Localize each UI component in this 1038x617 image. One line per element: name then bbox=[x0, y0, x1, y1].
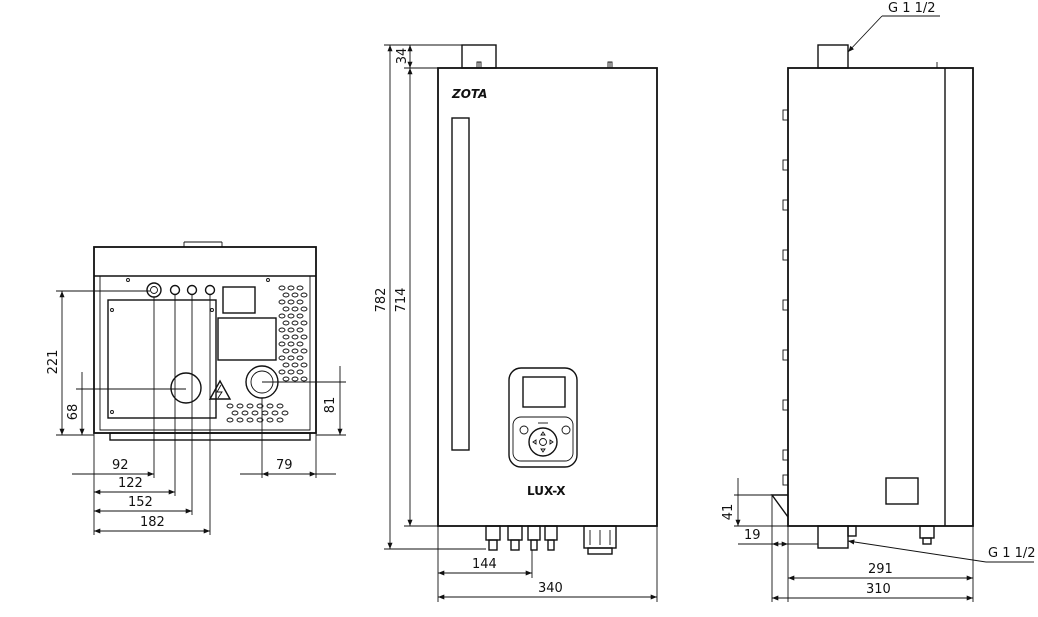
side-view-window bbox=[885, 477, 919, 505]
brand-logo: ZOTA bbox=[451, 87, 487, 101]
dim-68: 68 bbox=[66, 404, 81, 421]
bottom-view-cable-gland bbox=[186, 284, 198, 296]
bottom-view-breaker bbox=[222, 286, 256, 314]
side-view-mounting-bracket bbox=[770, 494, 789, 518]
dim-291: 291 bbox=[868, 562, 893, 577]
model-label: LUX-X bbox=[527, 484, 566, 498]
bottom-view-vent-grille bbox=[226, 285, 308, 423]
dim-34: 34 bbox=[395, 48, 410, 65]
front-view-housing bbox=[437, 67, 658, 527]
bottom-view: 221 68 81 92 122 152 bbox=[46, 241, 346, 535]
side-view-mounting-tabs bbox=[782, 109, 789, 486]
side-view-housing bbox=[787, 67, 974, 527]
dim-714: 714 bbox=[394, 288, 409, 313]
control-panel-display bbox=[522, 376, 566, 408]
bottom-view-dimensions: 221 68 81 92 122 152 bbox=[46, 290, 346, 535]
dim-79: 79 bbox=[276, 458, 293, 473]
thread-label-top: G 1 1/2 bbox=[888, 1, 936, 16]
side-view-bottom-pipe bbox=[817, 525, 849, 549]
dim-782: 782 bbox=[374, 288, 389, 313]
front-view-bottom-glands bbox=[485, 525, 617, 555]
dim-144: 144 bbox=[472, 557, 497, 572]
side-view-dimensions: 41 19 291 310 bbox=[721, 478, 974, 602]
bottom-view-relay-block bbox=[217, 317, 277, 361]
dim-182: 182 bbox=[140, 515, 165, 530]
side-view-top-pipe bbox=[817, 44, 849, 69]
dim-92: 92 bbox=[112, 458, 129, 473]
front-view-dimensions: 34 782 714 144 340 bbox=[374, 44, 658, 602]
dim-340: 340 bbox=[538, 581, 563, 596]
dim-122: 122 bbox=[118, 476, 143, 491]
control-panel bbox=[508, 367, 578, 468]
control-panel-left-button bbox=[519, 425, 529, 435]
bottom-view-cable-gland bbox=[169, 284, 181, 296]
bottom-view-terminal-panel bbox=[107, 299, 217, 419]
dim-221: 221 bbox=[46, 350, 61, 375]
dim-41: 41 bbox=[721, 504, 736, 521]
control-panel-right-button bbox=[561, 425, 571, 435]
front-view-indicator-window bbox=[451, 117, 470, 451]
dim-19: 19 bbox=[744, 528, 761, 543]
bottom-view-cable-gland bbox=[204, 284, 216, 296]
bottom-view-cable-gland-large bbox=[146, 282, 162, 298]
dim-152: 152 bbox=[128, 495, 153, 510]
dim-81: 81 bbox=[323, 397, 338, 414]
side-view: G 1 1/2 G 1 1/2 41 19 291 310 bbox=[721, 1, 1036, 602]
dim-310: 310 bbox=[866, 582, 891, 597]
control-panel-nav-pad bbox=[528, 427, 558, 457]
bottom-view-pipe-inlet bbox=[170, 372, 202, 404]
warning-icon bbox=[208, 379, 232, 400]
front-view: ZOTA LUX-X bbox=[374, 44, 658, 602]
thread-label-bottom: G 1 1/2 bbox=[988, 546, 1036, 561]
